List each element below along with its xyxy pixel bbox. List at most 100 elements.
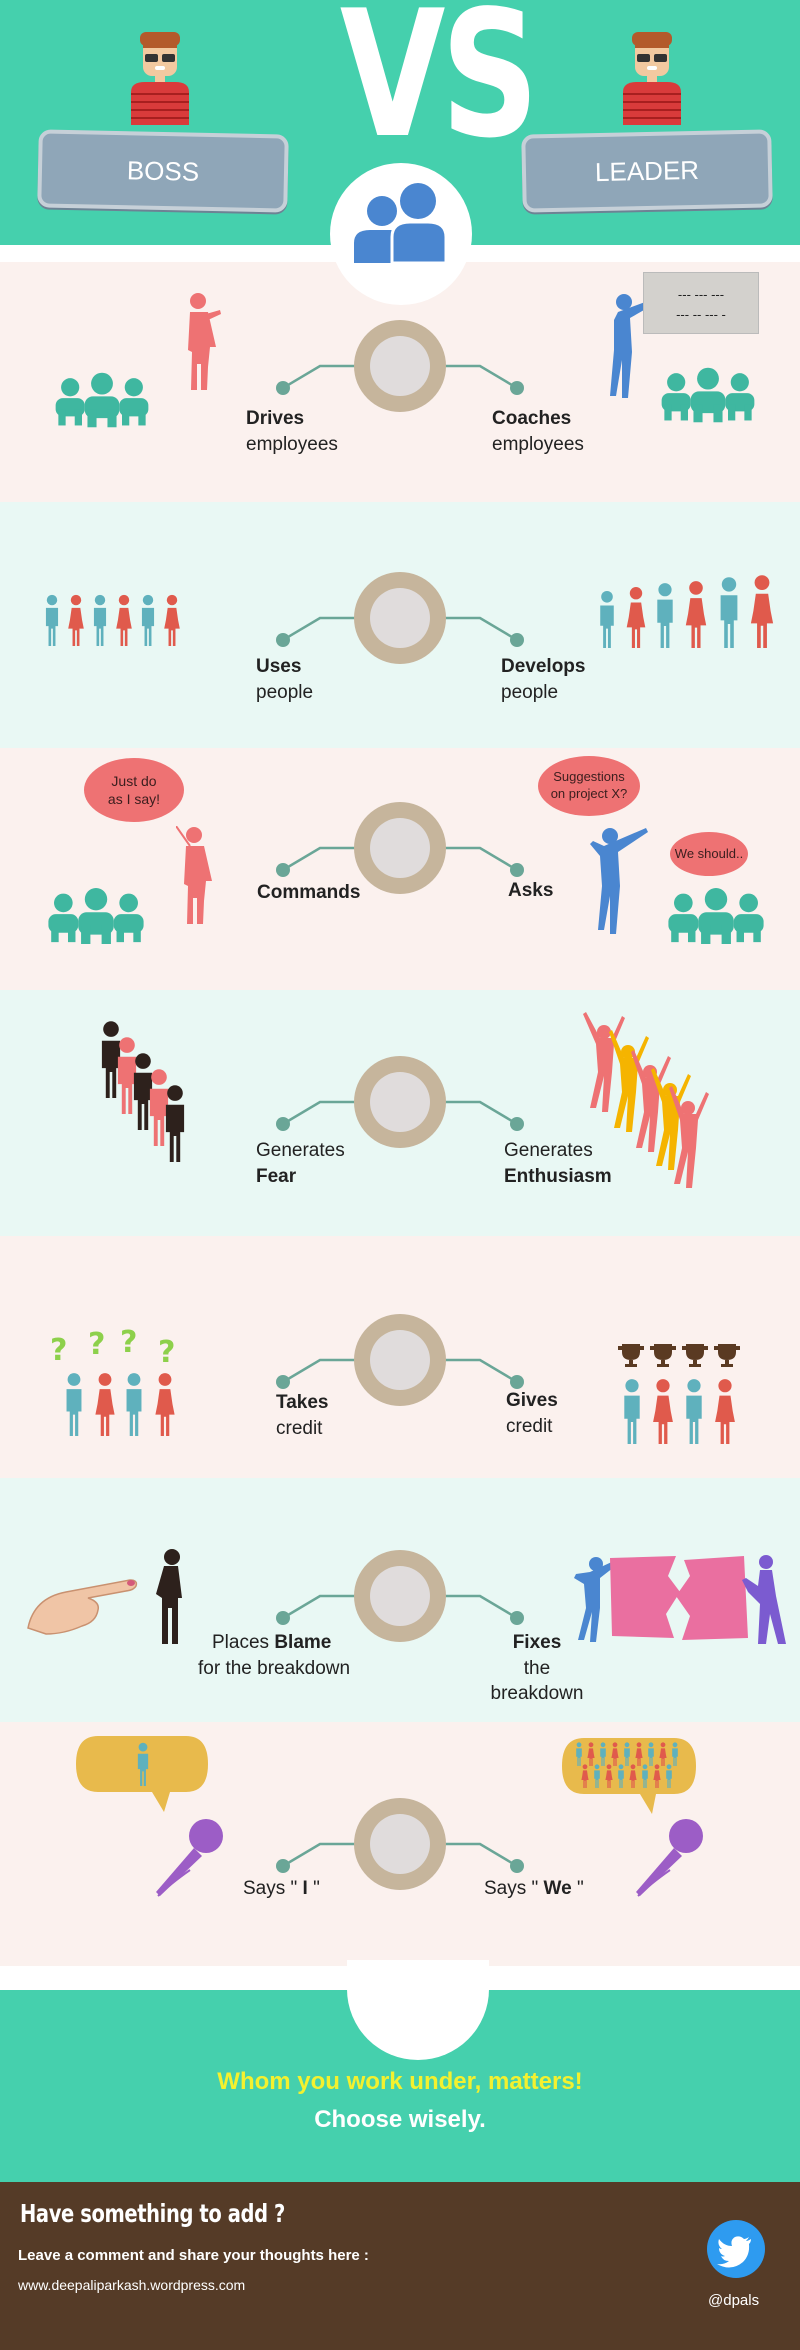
whiteboard-line-1: --- --- ---	[677, 287, 725, 302]
leader-speech-we-bubble	[562, 1738, 696, 1814]
boss-trait-bold: Drives	[246, 408, 305, 429]
leader-trait-bold: Coaches	[492, 408, 572, 429]
team-badge	[330, 163, 472, 305]
boss-trait-bold: Blame	[274, 1632, 332, 1653]
leader-trophy-people-icon	[618, 1344, 740, 1444]
leader-trait-rest: credit	[506, 1415, 553, 1437]
boss-trait-text: Places Blame for the breakdown	[198, 1630, 350, 1681]
microphone-icon	[156, 1819, 223, 1897]
slogan-line-2: Choose wisely.	[314, 2106, 486, 2133]
boss-trait-text: Uses people	[256, 654, 313, 705]
footer-title: Have something to add ?	[20, 2199, 285, 2228]
footer-subtitle: Leave a comment and share your thoughts …	[18, 2247, 369, 2264]
boss-figure-icon	[176, 826, 212, 924]
boss-speech-bubble: Just do as I say!	[84, 758, 184, 822]
twitter-icon[interactable]	[707, 2220, 765, 2278]
boss-figure-icon	[188, 293, 221, 390]
boss-trait-pre: Places	[212, 1632, 270, 1653]
boss-trait-rest: credit	[276, 1417, 323, 1439]
boss-trait-text: Commands	[257, 880, 360, 906]
blog-link[interactable]: www.deepaliparkash.wordpress.com	[18, 2277, 246, 2293]
team-speech-bubble: We should..	[670, 832, 748, 876]
whiteboard: --- --- --- --- -- --- -	[643, 272, 759, 334]
leader-label: LEADER	[521, 129, 773, 213]
blamed-figure-icon	[156, 1549, 182, 1644]
leader-bubble-line-2: on project X?	[550, 786, 628, 801]
leader-trait-bold: Fixes	[512, 1632, 562, 1653]
question-mark-icon: ?	[50, 1333, 67, 1368]
comparison-row-credit: ? ? ? ? Takes credit Gives credit	[0, 1236, 800, 1478]
comparison-row-generates: Generates Fear Generates Enthusiasm	[0, 990, 800, 1236]
boss-trait-rest: employees	[246, 433, 338, 455]
twitter-bird-icon	[717, 2236, 751, 2268]
boss-trait-bold: Uses	[256, 656, 302, 677]
leader-bubble-line-1: Suggestions	[553, 769, 625, 785]
boss-trait-text: Takes credit	[276, 1390, 328, 1441]
question-mark-icon: ?	[88, 1328, 105, 1362]
whiteboard-line-2: --- -- --- -	[676, 306, 726, 322]
microphone-icon	[636, 1819, 703, 1897]
comparison-row-uses: Uses people Develops people	[0, 502, 800, 748]
boss-trait-rest: people	[256, 681, 314, 703]
team-people-icon	[354, 183, 448, 265]
slogan-line-1: Whom you work under, matters!	[217, 2068, 583, 2095]
boss-trait-bold: Takes	[276, 1392, 329, 1413]
boss-fear-people-icon	[101, 1021, 185, 1162]
comparison-row-commands: Just do as I say! Commands Asks Suggestio…	[0, 748, 800, 990]
leader-trait-bold: Asks	[508, 880, 554, 901]
boss-speech-i-bubble	[76, 1736, 208, 1812]
boss-trait-text: Drives employees	[246, 406, 338, 457]
leader-team-icon	[664, 888, 768, 944]
boss-bubble-line-2: as I say!	[107, 791, 161, 807]
pointing-hand-icon	[27, 1579, 138, 1635]
vs-heading: VS	[339, 0, 539, 177]
leader-avatar-icon	[623, 32, 681, 125]
leader-trait-text: Fixes the breakdown	[477, 1630, 597, 1707]
twitter-handle[interactable]: @dpals	[708, 2292, 760, 2309]
leader-trait-pre: Generates	[504, 1140, 593, 1161]
boss-trait-post: "	[307, 1878, 320, 1899]
boss-trait-pre: Says "	[243, 1878, 303, 1899]
boss-team-icon	[52, 372, 152, 428]
leader-trait-text: Coaches employees	[492, 406, 584, 457]
leader-trait-text: Develops people	[501, 654, 585, 705]
leader-trait-bold: We	[543, 1878, 572, 1899]
comparison-row-breakdown: Places Blame for the breakdown Fixes the…	[0, 1478, 800, 1722]
boss-trait-text: Says " I "	[243, 1876, 320, 1902]
leader-trait-bold: Enthusiasm	[504, 1165, 612, 1187]
boss-avatar-icon	[131, 32, 189, 125]
boss-trait-bold: Fear	[256, 1165, 297, 1187]
boss-trait-bold: I	[302, 1878, 308, 1899]
leader-trait-bold: Gives	[506, 1390, 558, 1411]
leader-trait-text: Says " We "	[484, 1876, 584, 1902]
boss-trait-text: Generates Fear	[256, 1138, 345, 1189]
leader-trait-rest: people	[501, 681, 559, 703]
boss-trait-bold: Commands	[257, 882, 361, 903]
boss-team-icon	[44, 888, 148, 944]
boss-trait-line2: for the breakdown	[198, 1657, 351, 1679]
boss-label: BOSS	[37, 129, 289, 213]
leader-trait-bold: Develops	[501, 656, 586, 677]
leader-trait-line2: the breakdown	[490, 1657, 584, 1705]
question-mark-icon: ?	[120, 1328, 137, 1360]
trophy-icon	[618, 1344, 740, 1367]
leader-trait-text: Generates Enthusiasm	[504, 1138, 612, 1189]
boss-bubble-line-1: Just do	[111, 772, 157, 789]
leader-trait-text: Gives credit	[506, 1388, 558, 1439]
leader-trait-post: "	[571, 1878, 584, 1899]
leader-trait-text: Asks	[508, 878, 553, 904]
leader-figure-icon	[590, 828, 648, 934]
comparison-row-says: Says " I " Says " We "	[0, 1722, 800, 1966]
fixing-breakdown-icon	[574, 1555, 786, 1644]
footer: Have something to add ? Leave a comment …	[0, 2182, 800, 2350]
leader-figure-icon	[610, 294, 658, 398]
leader-team-icon	[658, 367, 758, 423]
leader-trait-pre: Says "	[484, 1878, 544, 1899]
boss-trait-pre: Generates	[256, 1140, 345, 1161]
question-mark-icon: ?	[158, 1335, 175, 1370]
boss-question-people-icon: ? ? ? ?	[50, 1328, 175, 1436]
leader-enthusiasm-people-icon	[583, 1012, 709, 1188]
leader-people-icon	[600, 575, 774, 648]
leader-trait-rest: employees	[492, 433, 584, 455]
